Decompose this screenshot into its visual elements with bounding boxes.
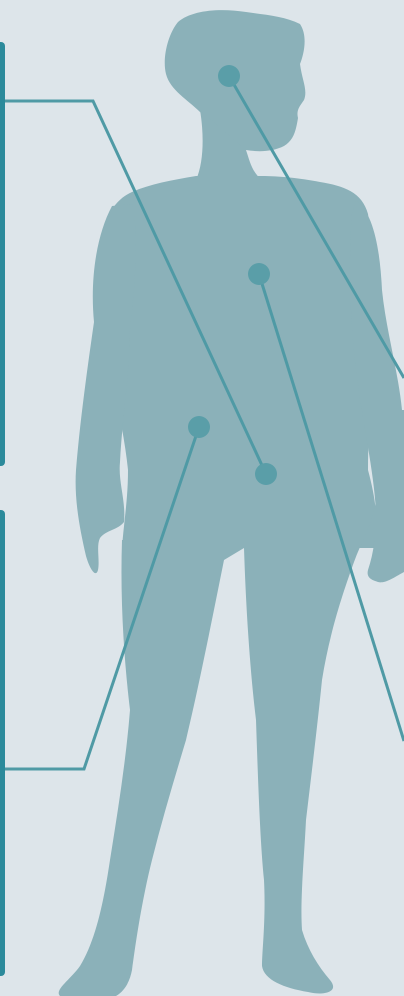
marker-head [218, 65, 240, 87]
silhouette-legs [59, 500, 376, 996]
marker-hip [188, 416, 210, 438]
silhouette-torso [101, 176, 377, 548]
marker-chest [248, 263, 270, 285]
human-body-silhouette-icon [59, 10, 404, 996]
marker-pelvis [255, 463, 277, 485]
